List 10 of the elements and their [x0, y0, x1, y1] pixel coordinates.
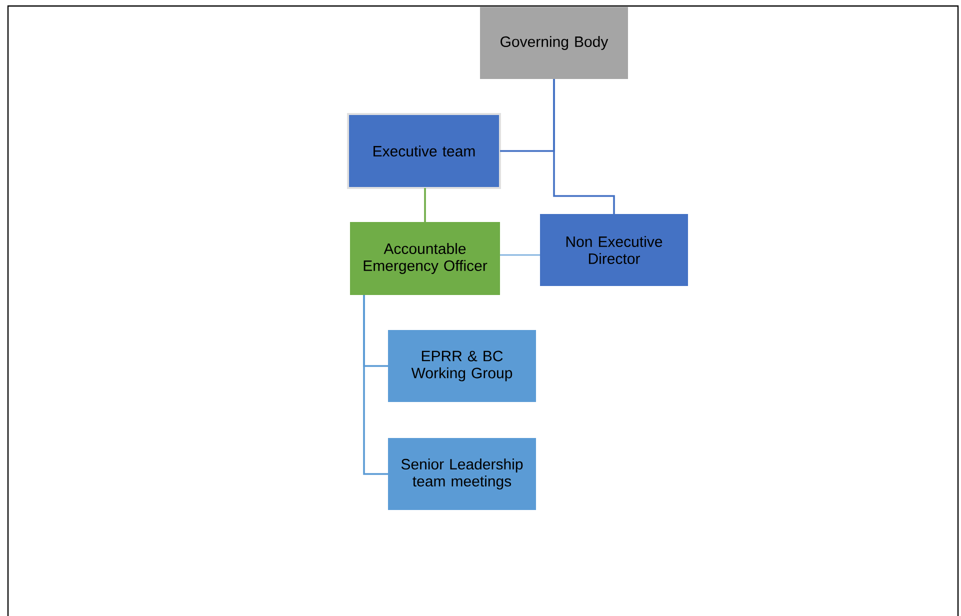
connector-line — [553, 79, 615, 214]
org-box: Accountable Emergency Officer — [350, 222, 500, 295]
connector-line — [500, 254, 540, 256]
org-box: EPRR & BC Working Group — [388, 330, 536, 402]
connector-line — [424, 188, 426, 222]
org-box: Executive team — [347, 113, 501, 189]
org-box: Governing Body — [480, 7, 628, 79]
org-box: Senior Leadership team meetings — [388, 438, 536, 510]
connector-line — [363, 295, 388, 475]
org-box: Non Executive Director — [540, 214, 688, 286]
